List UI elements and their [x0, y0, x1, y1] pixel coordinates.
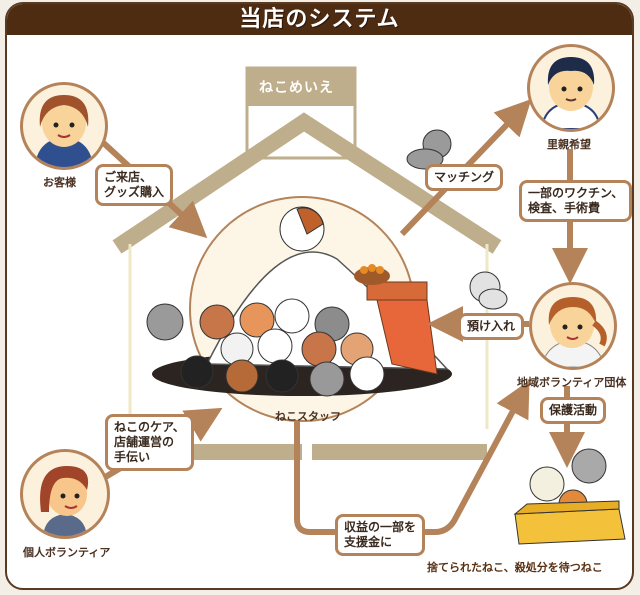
cats-in-box-illustration: [513, 448, 626, 545]
flow-support-fund-line2: 支援金に: [344, 535, 393, 549]
flow-vaccine-line2: 検査、手術費: [528, 201, 601, 215]
local-volunteer-group-label: 地域ボランティア団体: [517, 376, 627, 389]
customer-label: お客様: [43, 176, 76, 189]
flow-visit-goods-line2: グッズ購入: [104, 185, 165, 199]
flow-vaccine-line1: 一部のワクチン、: [528, 186, 624, 200]
flow-care-help: ねこのケア、 店舗運営の 手伝い: [105, 414, 194, 471]
flow-care-help-line3: 手伝い: [114, 450, 151, 464]
flow-consign-line1: 預け入れ: [467, 319, 516, 333]
diagram-graphics: [94, 66, 626, 545]
page-title: 当店のシステム: [7, 4, 632, 35]
foster-applicant-avatar: [527, 44, 615, 132]
flow-support-fund-line1: 収益の一部を: [344, 520, 417, 534]
local-volunteer-avatar: [529, 282, 617, 370]
volunteer-woman-icon: [541, 297, 607, 367]
shop-name-sign: ねこめいえ: [259, 80, 334, 96]
flow-protection: 保護活動: [540, 397, 607, 424]
flow-visit-goods: ご来店、 グッズ購入: [95, 164, 174, 206]
house-sign: [245, 66, 357, 160]
foster-applicant-label: 里親希望: [547, 138, 591, 151]
girl-customer-icon: [35, 95, 93, 167]
flow-matching: マッチング: [425, 164, 504, 191]
flow-care-help-line2: 店舗運営の: [114, 435, 175, 449]
boy-icon: [540, 57, 602, 129]
cat-staff-caption: ねこスタッフ: [275, 410, 341, 423]
flow-protection-line1: 保護活動: [549, 403, 598, 417]
flow-vaccine-costs: 一部のワクチン、 検査、手術費: [519, 180, 632, 222]
girl-volunteer-icon: [40, 466, 89, 536]
system-diagram-frame: 当店のシステム: [5, 2, 634, 590]
individual-volunteer-label: 個人ボランティア: [23, 546, 111, 559]
individual-volunteer-avatar: [20, 449, 110, 539]
flow-consign: 預け入れ: [458, 313, 525, 340]
flow-visit-goods-line1: ご来店、: [104, 170, 153, 184]
abandoned-cats-label: 捨てられたねこ、殺処分を待つねこ: [427, 561, 603, 574]
cats-illustration: [146, 206, 452, 397]
flow-care-help-line1: ねこのケア、: [114, 420, 185, 434]
flow-support-fund: 収益の一部を 支援金に: [335, 514, 426, 556]
flow-matching-line1: マッチング: [434, 170, 495, 184]
customer-avatar: [20, 82, 108, 170]
